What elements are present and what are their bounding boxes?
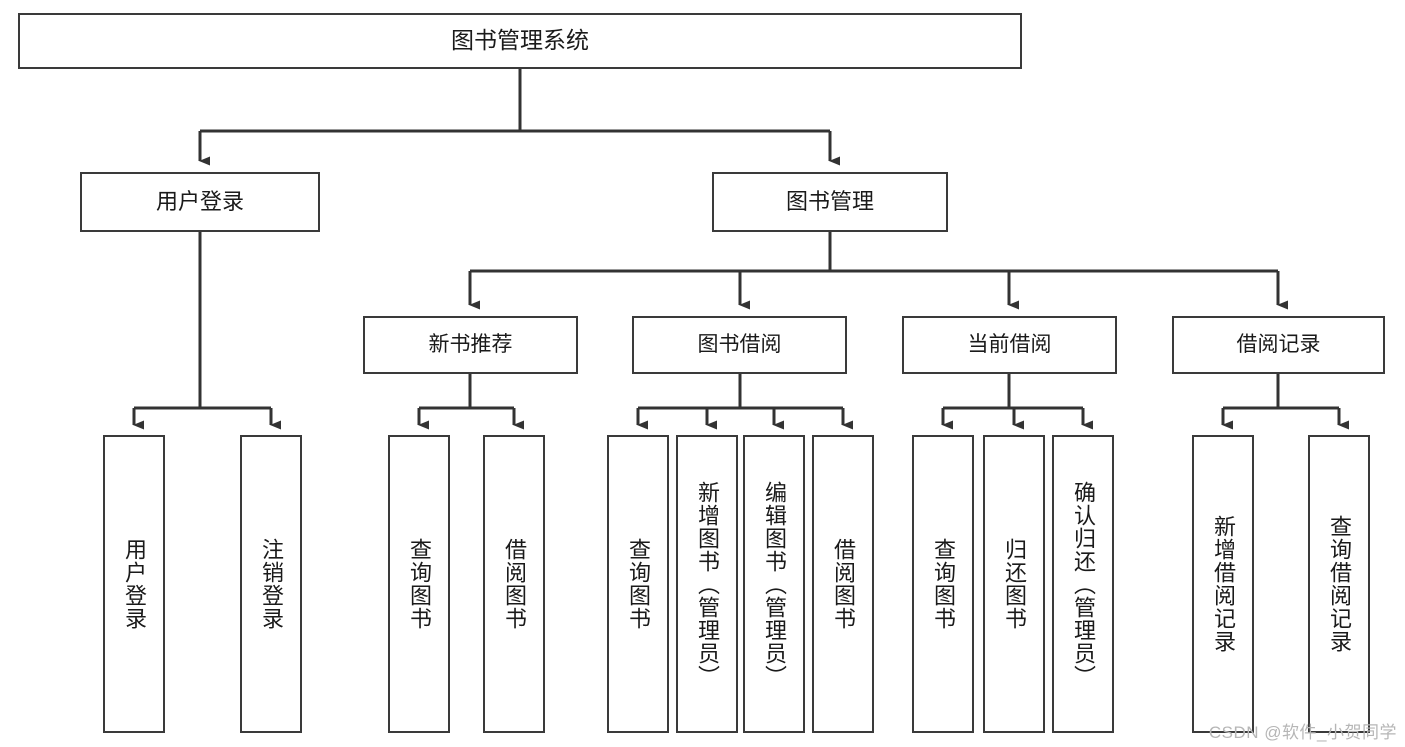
node-label: 当前借阅 [967,332,1052,356]
node-label: 注销登录 [259,538,284,630]
leaf-query-borrow-record[interactable]: 查询借阅记录 [1308,435,1370,733]
leaf-add-book-admin[interactable]: 新增图书（管理员） [676,435,738,733]
node-label: 查询借阅记录 [1327,515,1352,653]
leaf-query-book-recommend[interactable]: 查询图书 [388,435,450,733]
node-label: 编辑图书（管理员） [762,480,787,688]
node-label: 图书管理 [785,189,874,215]
leaf-return-book[interactable]: 归还图书 [983,435,1045,733]
leaf-borrow-book[interactable]: 借阅图书 [812,435,874,733]
leaf-query-book-borrow[interactable]: 查询图书 [607,435,669,733]
node-label: 新增图书（管理员） [695,480,720,688]
node-label: 用户登录 [122,538,147,630]
leaf-confirm-return-admin[interactable]: 确认归还（管理员） [1052,435,1114,733]
leaf-borrow-book-recommend[interactable]: 借阅图书 [483,435,545,733]
node-label: 借阅图书 [831,538,856,630]
leaf-user-login[interactable]: 用户登录 [103,435,165,733]
node-root-book-management-system[interactable]: 图书管理系统 [18,13,1022,69]
node-label: 新增借阅记录 [1211,515,1236,653]
node-book-management[interactable]: 图书管理 [712,172,948,232]
leaf-query-book-current[interactable]: 查询图书 [912,435,974,733]
node-label: 借阅图书 [502,538,527,630]
node-label: 新书推荐 [428,332,513,356]
node-label: 查询图书 [931,538,956,630]
node-label: 归还图书 [1002,538,1027,630]
node-label: 查询图书 [626,538,651,630]
leaf-logout[interactable]: 注销登录 [240,435,302,733]
node-borrow-record[interactable]: 借阅记录 [1172,316,1385,374]
leaf-add-borrow-record[interactable]: 新增借阅记录 [1192,435,1254,733]
node-book-borrow[interactable]: 图书借阅 [632,316,847,374]
leaf-edit-book-admin[interactable]: 编辑图书（管理员） [743,435,805,733]
node-label: 图书借阅 [697,332,782,356]
node-label: 用户登录 [155,189,244,215]
node-new-book-recommend[interactable]: 新书推荐 [363,316,578,374]
node-label: 图书管理系统 [451,27,589,54]
node-label: 查询图书 [407,538,432,630]
node-label: 确认归还（管理员） [1071,480,1096,688]
node-user-login[interactable]: 用户登录 [80,172,320,232]
node-label: 借阅记录 [1236,332,1321,356]
node-current-borrow[interactable]: 当前借阅 [902,316,1117,374]
